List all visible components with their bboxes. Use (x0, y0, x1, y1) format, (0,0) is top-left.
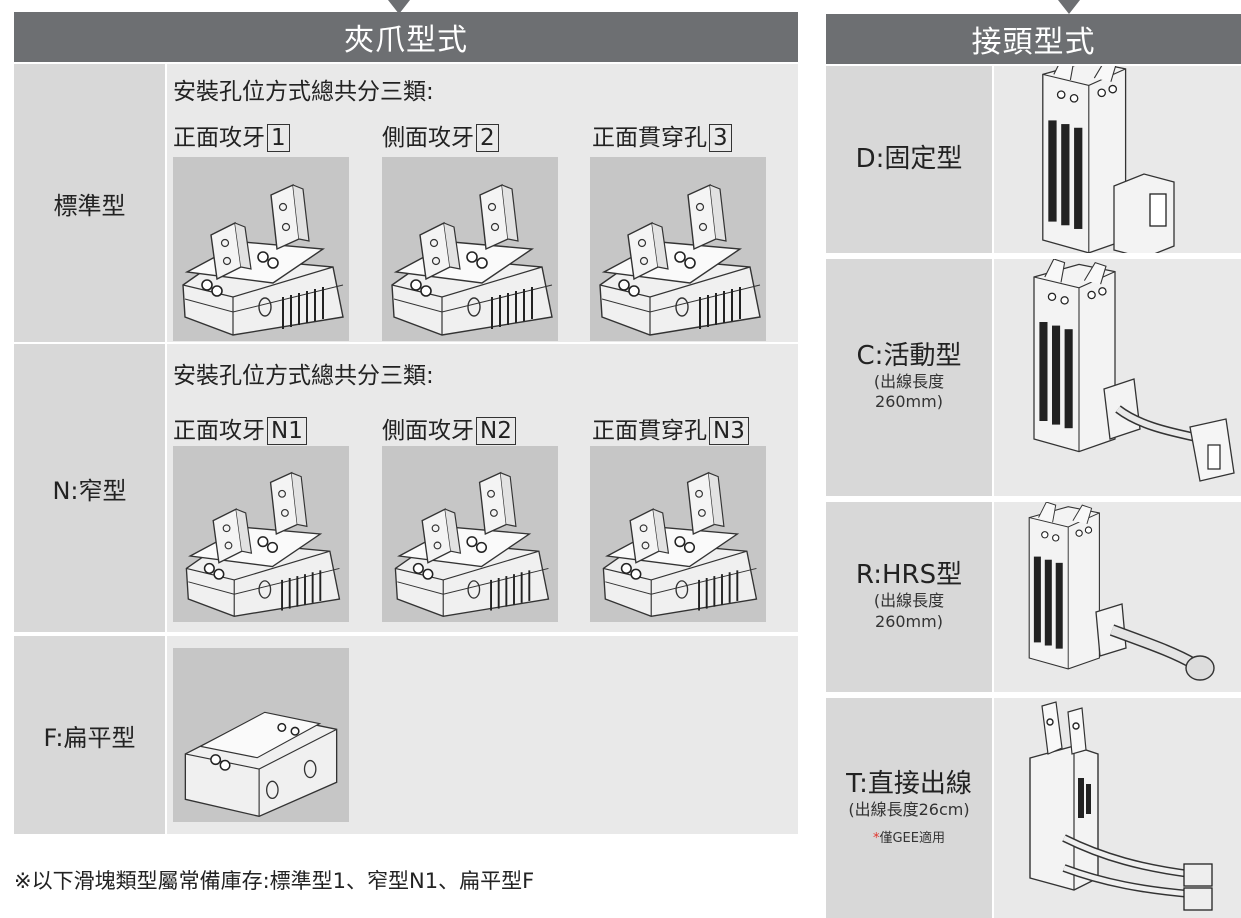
option-text: 正面攻牙 (173, 418, 265, 444)
connector-label-text: D:固定型 (855, 143, 963, 174)
connector-image-t (994, 698, 1241, 918)
right-header-title: 接頭型式 (971, 25, 1096, 60)
option-code: 2 (476, 124, 499, 152)
option-code: N2 (476, 417, 516, 445)
connector-image-r (994, 502, 1241, 692)
product-image-flat (173, 648, 349, 822)
row-label-narrow: N:窄型 (14, 344, 165, 632)
connector-note: *僅GEE適用 (873, 827, 945, 846)
connector-sub-text: 260mm) (875, 392, 943, 412)
connector-label-t: T:直接出線 (出線長度26cm) *僅GEE適用 (826, 698, 992, 918)
footnote-text: ※以下滑塊類型屬常備庫存:標準型1、窄型N1、扁平型F (14, 869, 535, 893)
connector-sub-text: (出線長度 (873, 591, 945, 611)
mount-caption: 安裝孔位方式總共分三類: (173, 356, 434, 390)
header-pointer-right (1058, 0, 1080, 14)
row-label-text: N:窄型 (52, 476, 127, 505)
connector-sub-text: (出線長度 (873, 371, 945, 391)
connector-sub-text: (出線長度26cm) (848, 800, 970, 820)
product-image-narrow-3 (590, 446, 766, 622)
right-header: 接頭型式 (826, 14, 1241, 64)
product-image-narrow-1 (173, 446, 349, 622)
product-image-standard-2 (382, 157, 558, 341)
row-label-text: F:扁平型 (43, 723, 136, 752)
row-label-flat: F:扁平型 (14, 636, 165, 834)
connector-label-text: R:HRS型 (855, 560, 963, 591)
option-text: 正面貫穿孔 (592, 418, 707, 444)
connector-label-c: C:活動型 (出線長度 260mm) (826, 259, 992, 496)
option-code: N3 (709, 417, 749, 445)
option-code: 3 (709, 124, 732, 152)
connector-label-r: R:HRS型 (出線長度 260mm) (826, 502, 992, 692)
connector-label-d: D:固定型 (826, 66, 992, 253)
stock-footnote: ※以下滑塊類型屬常備庫存:標準型1、窄型N1、扁平型F (14, 865, 534, 895)
connector-label-text: C:活動型 (856, 340, 962, 371)
left-header: 夾爪型式 (14, 12, 798, 62)
option-code: 1 (267, 124, 290, 152)
option-text: 正面攻牙 (173, 125, 265, 151)
option-code: N1 (267, 417, 307, 445)
note-text: 僅GEE適用 (879, 830, 945, 846)
option-text: 正面貫穿孔 (592, 125, 707, 151)
note-asterisk: * (872, 830, 880, 846)
left-header-title: 夾爪型式 (344, 23, 468, 58)
connector-label-text: T:直接出線 (846, 769, 972, 800)
mount-caption: 安裝孔位方式總共分三類: (173, 72, 434, 106)
caption-text: 安裝孔位方式總共分三類: (173, 79, 434, 105)
row-label-text: 標準型 (53, 191, 126, 220)
connector-image-c (994, 259, 1241, 496)
product-image-narrow-2 (382, 446, 558, 622)
connector-image-d (994, 66, 1241, 253)
option-text: 側面攻牙 (382, 125, 474, 151)
connector-sub-text: 260mm) (875, 611, 943, 631)
header-pointer-left (388, 0, 410, 14)
product-image-standard-1 (173, 157, 349, 341)
caption-text: 安裝孔位方式總共分三類: (173, 363, 434, 389)
row-label-standard: 標準型 (14, 64, 165, 342)
option-text: 側面攻牙 (382, 418, 474, 444)
product-image-standard-3 (590, 157, 766, 341)
